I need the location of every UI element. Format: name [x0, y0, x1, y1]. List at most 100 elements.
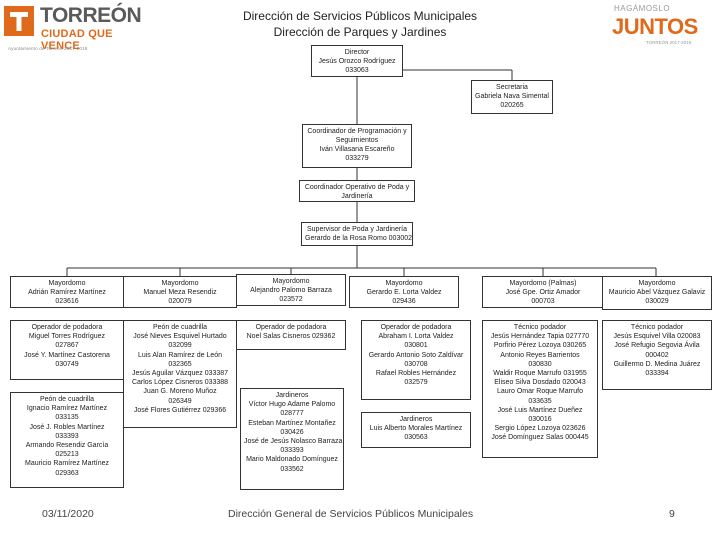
- staff-line: Gerardo Antonio Soto Zaldívar: [368, 351, 464, 359]
- staff-line: Lauro Omar Roque Marrufo: [497, 388, 583, 396]
- staff-line: Juan G. Moreno Muñoz: [143, 388, 217, 396]
- staff-box-col3-jardineros: Jardineros Víctor Hugo Adame Palomo 0287…: [240, 388, 344, 490]
- staff-line: Antonio Reyes Barrientos: [500, 351, 580, 359]
- staff-list: Técnico podador Jesús Hernández Tapia 02…: [486, 323, 594, 443]
- staff-box-col6-tecnicos: Técnico podador Jesús Esquivel Villa 020…: [602, 320, 712, 390]
- mayordomo-4-name: Gerardo E. Lorta Valdez: [366, 289, 442, 296]
- staff-line: 030801: [404, 342, 428, 350]
- node-coord-prog-line1: Coordinador de Programación y: [307, 128, 407, 135]
- staff-line: José J. Robles Martínez: [29, 423, 105, 431]
- node-mayordomo-4: Mayordomo Gerardo E. Lorta Valdez 029436: [349, 276, 459, 308]
- staff-line: 027867: [55, 342, 79, 350]
- mayordomo-3-name: Alejandro Palomo Barraza: [250, 287, 332, 294]
- staff-box-col4-operadores: Operador de podadora Abraham I. Lorta Va…: [361, 320, 471, 400]
- staff-line: Rafael Robles Hernández: [375, 370, 457, 378]
- mayordomo-2-id: 020079: [168, 298, 192, 305]
- staff-line: 030749: [55, 360, 79, 368]
- mayordomo-1-id: 023616: [55, 298, 79, 305]
- staff-box-col4-jardineros: Jardineros Luis Alberto Morales Martínez…: [361, 412, 471, 448]
- node-secretaria-name: Gabriela Nava Simental: [475, 93, 549, 100]
- staff-line: Mario Maldonado Domínguez: [246, 456, 338, 464]
- page-title-line1: Dirección de Servicios Públicos Municipa…: [242, 9, 478, 23]
- staff-line: Operador de podadora: [31, 324, 103, 331]
- staff-line: José Nieves Esquivel Hurtado: [133, 333, 227, 341]
- staff-line: Técnico podador: [513, 324, 567, 331]
- staff-line: 030563: [404, 434, 428, 442]
- node-coordinador-programacion: Coordinador de Programación y Seguimient…: [302, 124, 412, 168]
- staff-line: 026349: [168, 397, 192, 405]
- staff-line: 033635: [528, 397, 552, 405]
- node-secretaria-id: 020265: [500, 102, 524, 109]
- torreon-emblem-icon: [4, 6, 34, 36]
- staff-line: Esteban Martínez Montañez: [248, 419, 336, 427]
- staff-line: José Flores Gutiérrez 029366: [133, 406, 227, 414]
- staff-line: José Y. Martínez Castorena: [24, 351, 110, 359]
- staff-box-col5-tecnicos: Técnico podador Jesús Hernández Tapia 02…: [482, 320, 598, 458]
- staff-line: 032099: [168, 342, 192, 350]
- node-coord-oper-line1: Coordinador Operativo de Poda y: [304, 184, 410, 191]
- staff-line: Operador de podadora: [380, 324, 452, 331]
- node-coord-oper-line2: Jardinería: [341, 193, 373, 200]
- staff-line: Jesús Hernández Tapia 027770: [490, 333, 590, 341]
- staff-list: Operador de podadora Noel Salas Cisneros…: [240, 323, 342, 341]
- staff-line: 033562: [280, 465, 304, 473]
- staff-line: 032365: [168, 360, 192, 368]
- juntos-logo: HAGÁMOSLO JUNTOS TORREÓN 2017-2019: [606, 4, 706, 48]
- staff-line: Armando Resendiz García: [25, 442, 109, 450]
- mayordomo-5-name: José Gpe. Ortiz Amador: [505, 289, 581, 296]
- node-supervisor-line1: Supervisor de Poda y Jardinería: [307, 226, 407, 233]
- staff-line: Jardineros: [399, 416, 433, 423]
- staff-box-col1-operadores: Operador de podadora Miguel Torres Rodrí…: [10, 320, 124, 380]
- logo-right-line3: TORREÓN 2017-2019: [646, 40, 692, 45]
- node-mayordomo-1: Mayordomo Adrián Ramírez Martínez 023616: [10, 276, 124, 308]
- staff-line: Carlos López Cisneros 033388: [131, 379, 229, 387]
- node-coordinador-operativo: Coordinador Operativo de Poda y Jardiner…: [299, 180, 415, 202]
- staff-list: Jardineros Víctor Hugo Adame Palomo 0287…: [244, 391, 342, 474]
- staff-line: 000402: [645, 351, 669, 359]
- staff-line: Sergio López Lozoya 023626: [494, 425, 586, 433]
- staff-line: 030830: [528, 360, 552, 368]
- staff-list: Operador de podadora Miguel Torres Rodrí…: [14, 323, 120, 369]
- mayordomo-1-role: Mayordomo: [48, 280, 86, 287]
- staff-list: Peón de cuadrilla José Nieves Esquivel H…: [127, 323, 233, 415]
- torreon-logo: TORREÓN CIUDAD QUE VENCE Ayuntamiento de…: [4, 4, 154, 52]
- mayordomo-6-role: Mayordomo: [638, 280, 676, 287]
- node-mayordomo-2: Mayordomo Manuel Meza Resendiz 020079: [123, 276, 237, 308]
- footer-date: 03/11/2020: [42, 508, 94, 520]
- node-supervisor-line2: Gerardo de la Rosa Romo 003002: [305, 235, 413, 242]
- node-secretaria: Secretaria Gabriela Nava Simental 020265: [471, 80, 553, 114]
- page-title-line2: Dirección de Parques y Jardines: [273, 25, 447, 39]
- staff-line: Eliseo Silva Dosdado 020043: [494, 379, 586, 387]
- staff-line: Peón de cuadrilla: [152, 324, 208, 331]
- staff-line: 030016: [528, 416, 552, 424]
- staff-list: Jardineros Luis Alberto Morales Martínez…: [365, 415, 467, 443]
- node-coord-prog-line2: Seguimientos: [335, 137, 379, 144]
- node-mayordomo-6: Mayordomo Mauricio Abel Vázquez Galaviz …: [602, 276, 712, 310]
- staff-line: Luis Alan Ramírez de León: [137, 351, 223, 359]
- staff-line: Luis Alberto Morales Martínez: [369, 425, 463, 433]
- staff-line: Porfirio Pérez Lozoya 030265: [493, 342, 587, 350]
- node-director: Director Jesús Orozco Rodríguez 033063: [311, 45, 403, 77]
- mayordomo-5-id: 000703: [531, 298, 555, 305]
- node-mayordomo-3: Mayordomo Alejandro Palomo Barraza 02357…: [236, 274, 346, 306]
- staff-line: 025213: [55, 451, 79, 459]
- staff-line: Jardineros: [275, 392, 309, 399]
- mayordomo-3-id: 023572: [279, 296, 303, 303]
- node-mayordomo-5: Mayordomo (Palmas) José Gpe. Ortiz Amado…: [482, 276, 604, 308]
- staff-line: Peón de cuadrilla: [39, 396, 95, 403]
- staff-box-col1-peones: Peón de cuadrilla Ignacio Ramírez Martín…: [10, 392, 124, 488]
- node-coord-prog-line4: 033279: [345, 155, 369, 162]
- node-director-role: Director: [344, 49, 370, 56]
- mayordomo-1-name: Adrián Ramírez Martínez: [28, 289, 106, 296]
- staff-line: Waldir Roque Marrufo 031955: [493, 370, 587, 378]
- staff-box-col3-operador: Operador de podadora Noel Salas Cisneros…: [236, 320, 346, 350]
- node-supervisor: Supervisor de Poda y Jardinería Gerardo …: [301, 222, 413, 246]
- logo-right-line2: JUNTOS: [612, 14, 698, 39]
- staff-line: Jesús Aguilar Vázquez 033387: [131, 370, 229, 378]
- staff-line: 028777: [280, 410, 304, 418]
- staff-list: Operador de podadora Abraham I. Lorta Va…: [365, 323, 467, 387]
- staff-line: 033393: [280, 447, 304, 455]
- node-secretaria-role: Secretaria: [496, 84, 528, 91]
- footer-center-text: Dirección General de Servicios Públicos …: [228, 508, 474, 520]
